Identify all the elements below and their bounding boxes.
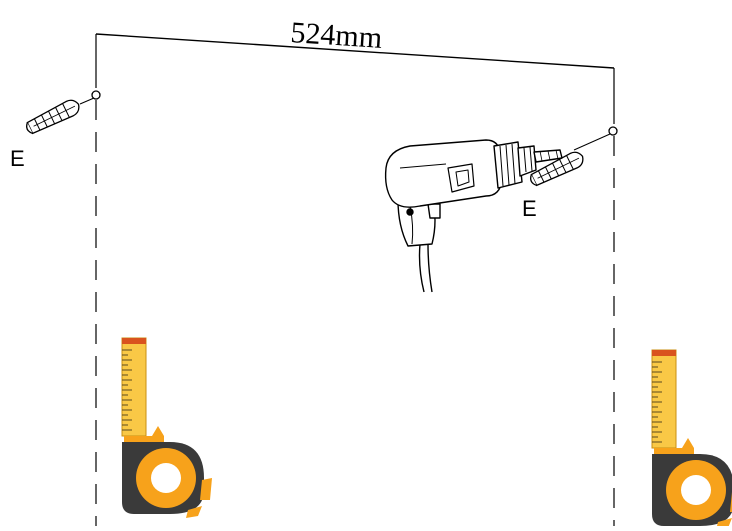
dimension-label: 524mm xyxy=(290,16,384,55)
power-drill-icon xyxy=(384,139,563,293)
left-drill-hole xyxy=(91,90,101,100)
tape-measure-icon xyxy=(651,349,732,531)
tape-measure-icon xyxy=(121,337,213,519)
right-plug-leader xyxy=(573,133,611,151)
wall-plug-icon xyxy=(23,96,83,138)
anchor-label-right: E xyxy=(522,196,537,221)
right-drill-hole xyxy=(608,126,618,136)
anchor-label-left: E xyxy=(10,146,25,171)
dimension-line xyxy=(95,33,615,69)
left-plug-leader xyxy=(79,97,95,105)
